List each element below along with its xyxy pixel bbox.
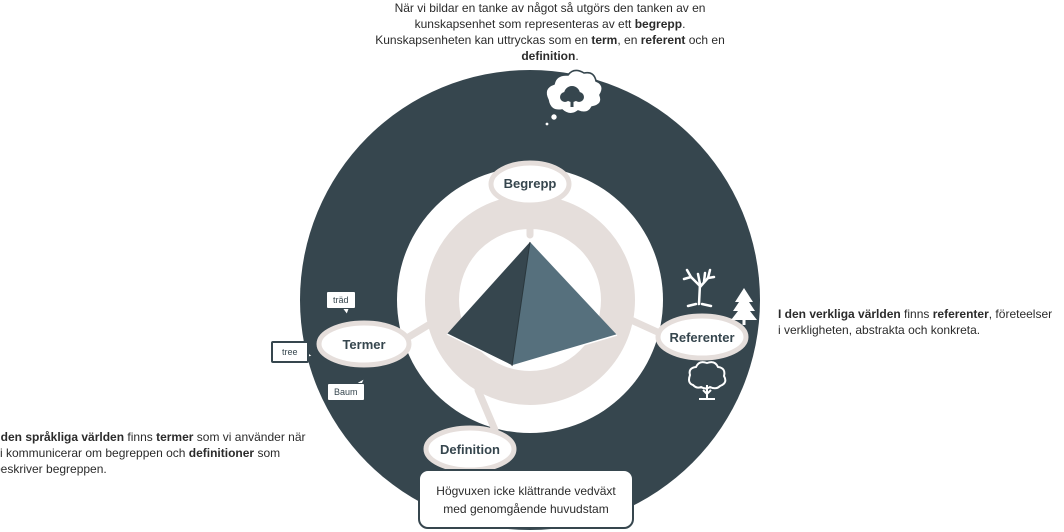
inner-ring bbox=[425, 195, 635, 405]
left-text-line-2: vi kommunicerar om begreppen och bbox=[0, 446, 189, 460]
definition-label: Definition bbox=[440, 442, 500, 457]
left-text-rest: som vi använder när bbox=[193, 430, 306, 444]
intro-term-begrepp: begrepp bbox=[634, 17, 683, 31]
termer-label: Termer bbox=[342, 337, 386, 352]
left-text-mid: finns bbox=[124, 430, 157, 444]
cloud-tree-icon bbox=[560, 86, 584, 107]
begrepp-label: Begrepp bbox=[503, 176, 557, 191]
bubble-baum: Baum bbox=[327, 383, 365, 401]
referenter-pill[interactable] bbox=[655, 313, 749, 361]
left-text-line-2-end: som bbox=[254, 446, 281, 460]
intro-line-1: När vi bildar en tanke av något så utgör… bbox=[394, 1, 706, 15]
begrepp-pill[interactable] bbox=[488, 160, 572, 208]
right-text-mid: finns bbox=[900, 307, 933, 321]
intro-line-4-end: . bbox=[575, 49, 579, 63]
right-description: I den verkliga världen finns referenter,… bbox=[778, 306, 1064, 338]
referenter-label: Referenter bbox=[669, 330, 735, 345]
intro-term-term: term bbox=[591, 33, 618, 47]
pine-tree-icon bbox=[731, 288, 757, 325]
right-text-bold-1: I den verkliga världen bbox=[778, 307, 901, 321]
right-text-bold-2: referenter bbox=[932, 307, 989, 321]
bubble-trad: träd bbox=[326, 291, 356, 309]
intro-line-2: kunskapsenhet som representeras av ett bbox=[414, 17, 635, 31]
left-text-line-3: beskriver begreppen. bbox=[0, 462, 107, 476]
termer-pill[interactable] bbox=[316, 320, 412, 368]
intro-line-3-mid2: och en bbox=[685, 33, 725, 47]
bubble-tree: tree bbox=[271, 341, 309, 363]
pyramid-icon bbox=[446, 241, 618, 367]
intro-line-3: Kunskapsenheten kan uttryckas som en bbox=[375, 33, 592, 47]
left-description: I den språkliga världen finns termer som… bbox=[0, 429, 316, 477]
leafy-tree-icon bbox=[688, 361, 727, 400]
head-icon bbox=[521, 120, 550, 150]
intro-line-3-mid1: , en bbox=[617, 33, 641, 47]
definition-line-2: med genomgående huvudstam bbox=[443, 502, 609, 516]
left-text-definitioner: definitioner bbox=[188, 446, 255, 460]
bare-tree-icon bbox=[682, 268, 716, 308]
left-text-bold-2: termer bbox=[156, 430, 194, 444]
right-text-line-2: i verkligheten, abstrakta och konkreta. bbox=[778, 323, 981, 337]
definition-line-1: Högvuxen icke klättrande vedväxt bbox=[436, 484, 616, 498]
intro-line-2-end: . bbox=[682, 17, 686, 31]
intro-text: När vi bildar en tanke av något så utgör… bbox=[340, 0, 760, 64]
left-text-bold-1: I den språkliga världen bbox=[0, 430, 125, 444]
intro-term-definition: definition bbox=[521, 49, 576, 63]
intro-term-referent: referent bbox=[640, 33, 686, 47]
right-text-rest: , företeelser bbox=[988, 307, 1053, 321]
definition-box: Högvuxen icke klättrande vedväxt med gen… bbox=[418, 469, 634, 529]
